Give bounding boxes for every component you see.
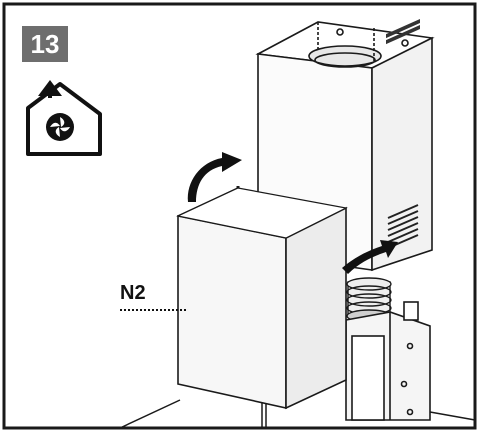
callout-label-n2: N2: [120, 282, 146, 304]
vent-grille: [386, 19, 420, 45]
motor-housing: [345, 301, 431, 421]
step-number-badge: 13: [22, 26, 68, 62]
extraction-mode-house-fan-icon: [26, 80, 102, 156]
lower-chimney-panel-n2: [176, 186, 348, 410]
lift-arrow: [187, 152, 242, 202]
slide-arrow: [342, 240, 398, 274]
